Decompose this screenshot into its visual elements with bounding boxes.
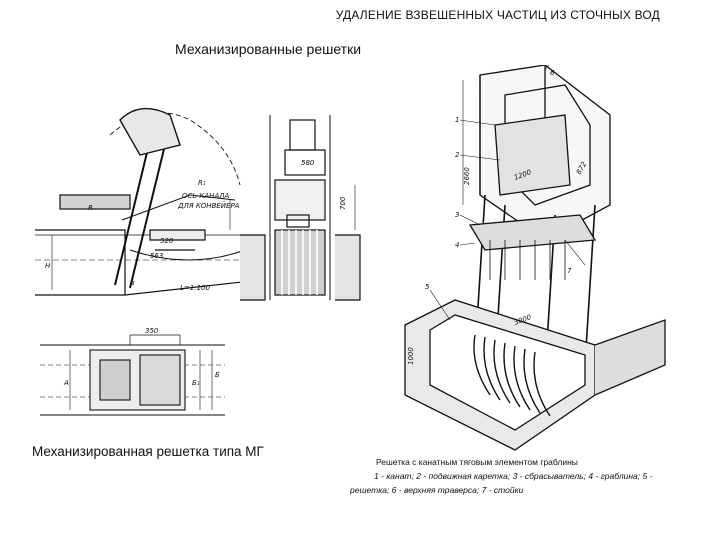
page-subtitle: Механизированные решетки bbox=[175, 41, 362, 57]
caption-line-3: решетка; 6 - верхняя траверса; 7 - стойк… bbox=[350, 485, 524, 495]
page-title: УДАЛЕНИЕ ВЗВЕШЕННЫХ ЧАСТИЦ ИЗ СТОЧНЫХ ВО… bbox=[335, 8, 660, 22]
dim-350: 350 bbox=[145, 327, 159, 335]
callout-4: 4 bbox=[455, 241, 459, 249]
dim-700: 700 bbox=[339, 196, 347, 210]
label-canal-axis-2: ДЛЯ КОНВЕЙЕРА bbox=[177, 201, 240, 210]
label-B1: Б₁ bbox=[192, 379, 200, 387]
label-A: A bbox=[63, 379, 69, 387]
side-view-drawing: ОСЬ КАНАЛА ДЛЯ КОНВЕЙЕРА 520 563 L=1:100… bbox=[35, 107, 261, 296]
caption-mg-grate: Механизированная решетка типа МГ bbox=[32, 444, 264, 459]
caption-cable-grate: Решетка с канатным тяговым элементом гра… bbox=[350, 455, 700, 497]
callout-5: 5 bbox=[425, 283, 430, 291]
dim-2660: 2660 bbox=[463, 167, 471, 185]
caption-line-2: 1 - канат; 2 - подвижная каретка; 3 - сб… bbox=[374, 471, 653, 481]
label-R1: R₁ bbox=[198, 179, 206, 187]
dim-580: 580 bbox=[301, 159, 315, 167]
dim-520: 520 bbox=[160, 237, 174, 245]
callout-7: 7 bbox=[567, 267, 572, 275]
label-R: R bbox=[88, 204, 93, 212]
isometric-drawing: 1 2 3 4 5 6 7 872 2660 1200 3000 1000 bbox=[404, 65, 666, 451]
callout-1: 1 bbox=[455, 116, 459, 124]
dim-L: L=1:100 bbox=[180, 284, 210, 292]
label-alpha: α bbox=[130, 279, 135, 287]
label-H: H bbox=[45, 262, 51, 270]
dim-563: 563 bbox=[150, 252, 163, 260]
front-view-drawing: 580 700 bbox=[240, 115, 361, 301]
callout-3: 3 bbox=[455, 211, 459, 219]
dim-1000: 1000 bbox=[407, 347, 415, 365]
label-B: Б bbox=[215, 371, 220, 379]
callout-2: 2 bbox=[455, 151, 460, 159]
label-canal-axis-1: ОСЬ КАНАЛА bbox=[182, 192, 229, 200]
plan-view-drawing: 350 A Б Б₁ bbox=[40, 327, 225, 416]
callout-6: 6 bbox=[550, 69, 555, 77]
caption-line-1: Решетка с канатным тяговым элементом гра… bbox=[376, 457, 578, 467]
